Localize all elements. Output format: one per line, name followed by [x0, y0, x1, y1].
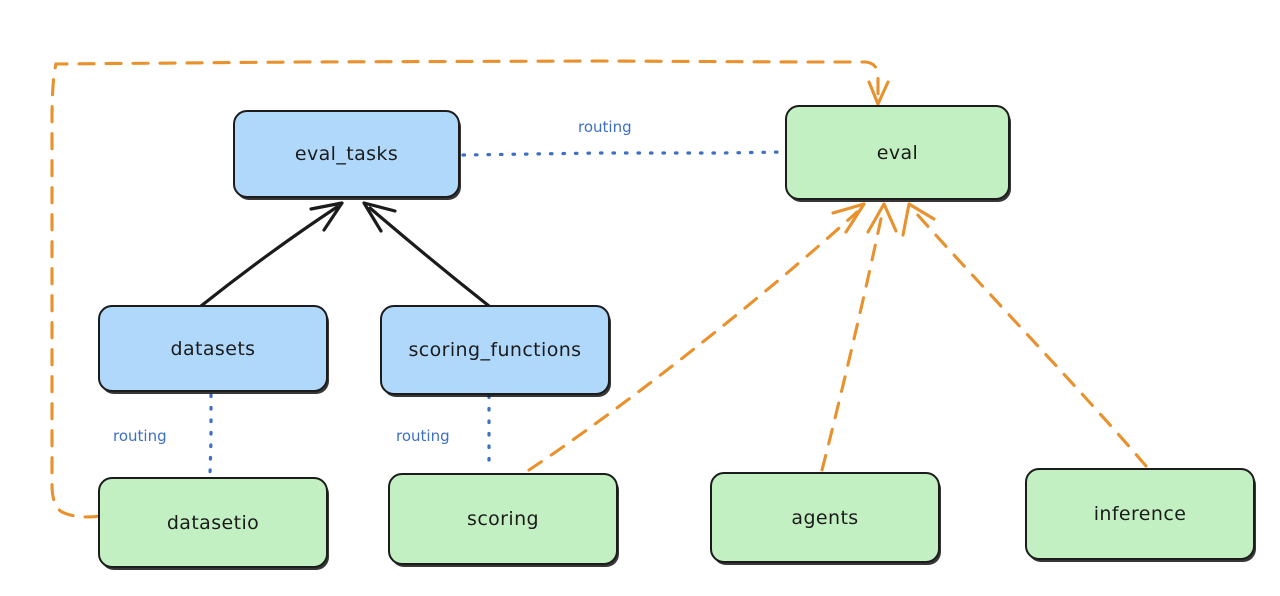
node-scoring[interactable]: scoring [388, 473, 618, 565]
node-datasets[interactable]: datasets [98, 305, 328, 392]
node-label-datasetio: datasetio [166, 511, 260, 534]
node-eval-tasks[interactable]: eval_tasks [233, 110, 460, 198]
node-agents[interactable]: agents [710, 472, 940, 563]
edge-label-routing-datasets: routing [113, 427, 167, 445]
edge-label-routing-scoring-functions: routing [396, 427, 450, 445]
node-label-eval-tasks: eval_tasks [294, 143, 399, 165]
edge-datasetio-to-eval [50, 59, 890, 519]
node-label-scoring: scoring [467, 508, 539, 530]
edge-inference-to-eval [901, 202, 1148, 468]
node-label-scoring-functions: scoring_functions [408, 339, 582, 361]
node-eval[interactable]: eval [785, 105, 1010, 200]
edge-label-routing-eval-tasks: routing [578, 118, 632, 136]
node-label-datasets: datasets [170, 337, 256, 360]
node-label-eval: eval [876, 141, 919, 164]
edge-datasets-to-datasetio [208, 393, 213, 476]
edge-agents-to-eval [820, 202, 898, 472]
node-datasetio[interactable]: datasetio [98, 477, 328, 568]
edge-scoring-functions-to-eval-tasks [362, 201, 491, 308]
node-inference[interactable]: inference [1025, 468, 1255, 560]
edge-datasets-to-eval-tasks [199, 201, 344, 308]
edge-scoring-to-eval [527, 202, 866, 472]
node-scoring-functions[interactable]: scoring_functions [380, 305, 610, 395]
node-label-agents: agents [791, 506, 859, 529]
node-label-inference: inference [1093, 503, 1187, 525]
edge-eval-tasks-to-eval [461, 150, 785, 157]
